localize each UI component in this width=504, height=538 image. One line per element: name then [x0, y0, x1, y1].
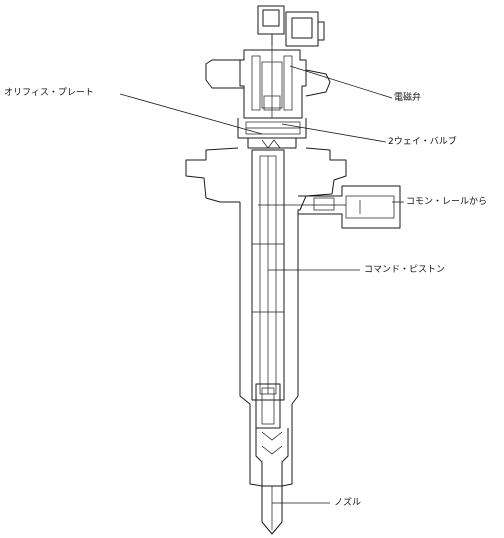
leader-lines [119, 65, 404, 504]
valve-region [247, 137, 297, 149]
label-command-piston: コマンド・ピストン [364, 265, 446, 275]
label-from-common-rail: コモン・レールから [406, 197, 488, 207]
injector-body-upper [205, 59, 331, 139]
label-nozzle: ノズル [334, 498, 362, 508]
nozzle-assembly [255, 383, 289, 535]
fuel-inlet-fitting [258, 185, 401, 229]
solenoid-housing [239, 34, 307, 119]
leader-orifice-plate [119, 93, 263, 135]
injector-body-main [185, 147, 347, 487]
leader-solenoid-valve [289, 65, 393, 99]
command-piston [251, 149, 285, 401]
leader-two-way-valve [281, 123, 387, 143]
label-orifice-plate: オリフィス・プレート [4, 88, 94, 98]
label-solenoid-valve: 電磁弁 [394, 93, 422, 103]
connector-top [257, 5, 325, 47]
label-two-way-valve: 2ウェイ・バルブ [388, 137, 457, 147]
